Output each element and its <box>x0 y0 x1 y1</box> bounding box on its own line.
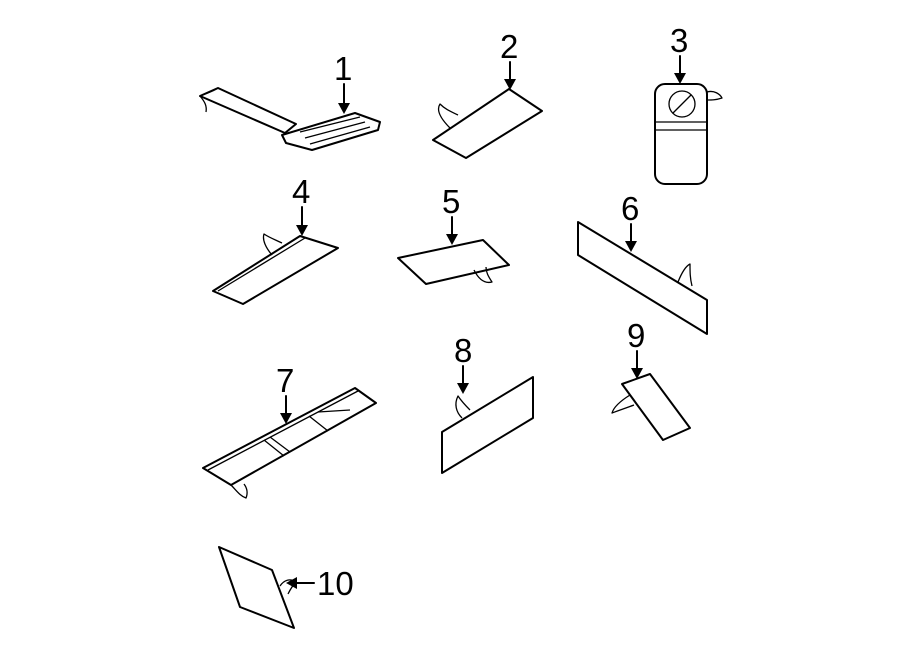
callout-8: 8 <box>454 332 472 394</box>
callout-label-10: 10 <box>317 565 354 602</box>
part-4-label-strip <box>212 233 339 305</box>
part-7-label-strip <box>202 387 377 499</box>
callout-10: 10 <box>286 565 354 602</box>
part-3-placard <box>654 83 723 185</box>
part-10-label <box>218 546 297 629</box>
callout-label-1: 1 <box>334 50 352 87</box>
callout-label-8: 8 <box>454 332 472 369</box>
callout-6: 6 <box>621 190 639 252</box>
callout-2: 2 <box>500 28 518 90</box>
callout-label-7: 7 <box>276 362 294 399</box>
callout-label-6: 6 <box>621 190 639 227</box>
callout-1: 1 <box>334 50 352 114</box>
callout-7: 7 <box>276 362 294 424</box>
callout-4: 4 <box>292 173 310 236</box>
part-1-label-strip <box>199 87 381 151</box>
part-2-label <box>432 88 543 159</box>
part-9-label <box>611 373 691 441</box>
callout-9: 9 <box>627 317 645 379</box>
callout-label-9: 9 <box>627 317 645 354</box>
callout-label-2: 2 <box>500 28 518 65</box>
callout-5: 5 <box>442 183 460 245</box>
callout-label-4: 4 <box>292 173 310 210</box>
part-5-label <box>397 239 510 285</box>
callout-3: 3 <box>670 22 688 84</box>
part-8-label <box>441 376 534 474</box>
part-6-label-plate <box>577 221 708 335</box>
callout-label-5: 5 <box>442 183 460 220</box>
callout-label-3: 3 <box>670 22 688 59</box>
